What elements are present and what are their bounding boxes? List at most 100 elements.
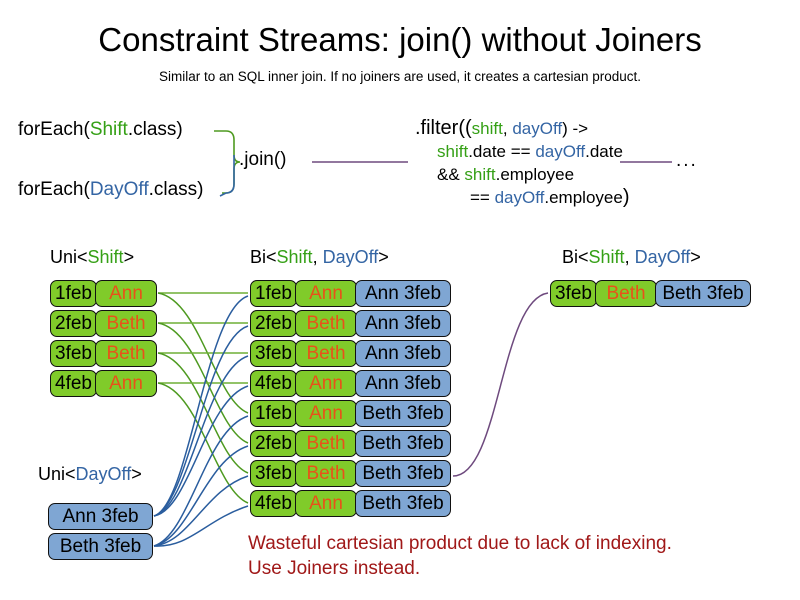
code-join-call: .join() [239, 149, 287, 170]
table-row[interactable]: Beth [295, 460, 357, 487]
filter-line-2: shift.date == dayOff.date [415, 140, 629, 163]
table-row[interactable]: Ann 3feb [355, 310, 451, 337]
filter-comma: , [502, 119, 513, 138]
bi-mid-prefix: Bi< [250, 247, 277, 267]
list-item[interactable]: Ann [95, 280, 157, 307]
filter-prefix: .filter(( [415, 117, 472, 139]
uni-shift-type: Shift [87, 247, 124, 267]
filter-l2-mid: .date == [468, 142, 536, 161]
table-row[interactable]: Ann [295, 280, 357, 307]
shift-name: Beth [106, 343, 146, 364]
result-date[interactable]: 3feb [550, 280, 597, 307]
filter-param-dayoff: dayOff [512, 119, 563, 138]
table-row[interactable]: Ann 3feb [355, 340, 451, 367]
shift-name: Beth [106, 313, 146, 334]
table-row[interactable]: Beth [295, 310, 357, 337]
filter-l4-eq: == [470, 188, 495, 207]
cartesian-name: Ann [309, 373, 343, 394]
list-item[interactable]: Ann [95, 370, 157, 397]
filter-l2-dayoff: dayOff [535, 142, 586, 161]
list-item[interactable]: 2feb [50, 310, 97, 337]
list-item[interactable]: Beth [95, 310, 157, 337]
result-name-card[interactable]: Beth [595, 280, 657, 307]
table-row[interactable]: 3feb [250, 460, 297, 487]
page-subtitle: Similar to an SQL inner join. If no join… [159, 69, 641, 84]
foreach-dayoff-suffix: .class) [148, 179, 204, 200]
table-row[interactable]: Beth 3feb [355, 430, 451, 457]
list-item[interactable]: 3feb [50, 340, 97, 367]
table-row[interactable]: Beth [295, 340, 357, 367]
filter-l4-end: .employee [544, 188, 623, 207]
filter-param-shift: shift [471, 119, 503, 138]
filter-l2-shift: shift [437, 142, 469, 161]
warning-line-2: Use Joiners instead. [248, 558, 421, 579]
bi-right-comma: , [624, 247, 635, 267]
table-row[interactable]: 1feb [250, 400, 297, 427]
filter-l3-and: && [437, 165, 465, 184]
uni-shift-prefix: Uni< [50, 247, 88, 267]
table-row[interactable]: 2feb [250, 310, 297, 337]
code-foreach-shift: forEach(Shift.class) [18, 117, 183, 143]
list-item[interactable]: Beth [95, 340, 157, 367]
foreach-shift-suffix: .class) [127, 119, 183, 140]
shift-name: Ann [109, 373, 143, 394]
label-uni-shift: Uni<Shift> [50, 246, 134, 268]
filter-line-4: == dayOff.employee) [415, 186, 629, 209]
table-row[interactable]: 3feb [250, 340, 297, 367]
uni-dayoff-suffix: > [131, 464, 142, 484]
foreach-dayoff-type: DayOff [89, 179, 149, 200]
table-row[interactable]: Beth 3feb [355, 490, 451, 517]
bi-right-suffix: > [690, 247, 701, 267]
warning-text: Wasteful cartesian product due to lack o… [248, 531, 672, 581]
code-filter-block: .filter((shift, dayOff) -> shift.date ==… [415, 117, 629, 209]
cartesian-name: Beth [306, 433, 346, 454]
filter-l2-end: .date [585, 142, 623, 161]
foreach-shift-prefix: forEach( [18, 119, 90, 140]
bi-right-type1: Shift [588, 247, 625, 267]
filter-line-1: .filter((shift, dayOff) -> [415, 117, 629, 140]
table-row[interactable]: Ann [295, 490, 357, 517]
label-bi-right: Bi<Shift, DayOff> [562, 246, 701, 268]
code-foreach-dayoff: forEach(DayOff.class) [18, 177, 204, 203]
cartesian-name: Beth [306, 463, 346, 484]
filter-line-3: && shift.employee [415, 163, 629, 186]
table-row[interactable]: 2feb [250, 430, 297, 457]
filter-l3-end: .employee [495, 165, 575, 184]
uni-shift-suffix: > [123, 247, 135, 267]
filter-arrow: ) -> [562, 119, 589, 138]
table-row[interactable]: Beth [295, 430, 357, 457]
warning-line-1: Wasteful cartesian product due to lack o… [248, 533, 672, 554]
bi-mid-comma: , [312, 247, 323, 267]
cartesian-name: Beth [306, 313, 346, 334]
filter-l3-shift: shift [464, 165, 496, 184]
filter-l4-dayoff: dayOff [494, 188, 545, 207]
filter-close-paren: ) [622, 186, 630, 208]
bi-mid-type2: DayOff [322, 247, 379, 267]
table-row[interactable]: Beth 3feb [355, 460, 451, 487]
label-bi-middle: Bi<Shift, DayOff> [250, 246, 389, 268]
ellipsis-text: ... [676, 150, 698, 171]
table-row[interactable]: 1feb [250, 280, 297, 307]
cartesian-name: Ann [309, 493, 343, 514]
cartesian-name: Ann [309, 403, 343, 424]
foreach-shift-type: Shift [89, 119, 128, 140]
list-item[interactable]: 1feb [50, 280, 97, 307]
table-row[interactable]: Ann 3feb [355, 280, 451, 307]
cartesian-name: Beth [306, 343, 346, 364]
uni-dayoff-prefix: Uni< [38, 464, 76, 484]
uni-dayoff-type: DayOff [75, 464, 132, 484]
table-row[interactable]: 4feb [250, 370, 297, 397]
result-dayoff[interactable]: Beth 3feb [655, 280, 751, 307]
table-row[interactable]: Beth 3feb [355, 400, 451, 427]
bi-mid-type1: Shift [276, 247, 313, 267]
table-row[interactable]: 4feb [250, 490, 297, 517]
table-row[interactable]: Ann 3feb [355, 370, 451, 397]
list-item[interactable]: Beth 3feb [48, 533, 153, 560]
table-row[interactable]: Ann [295, 370, 357, 397]
bi-right-type2: DayOff [634, 247, 691, 267]
list-item[interactable]: 4feb [50, 370, 97, 397]
shift-name: Ann [109, 283, 143, 304]
table-row[interactable]: Ann [295, 400, 357, 427]
cartesian-name: Ann [309, 283, 343, 304]
list-item[interactable]: Ann 3feb [48, 503, 153, 530]
